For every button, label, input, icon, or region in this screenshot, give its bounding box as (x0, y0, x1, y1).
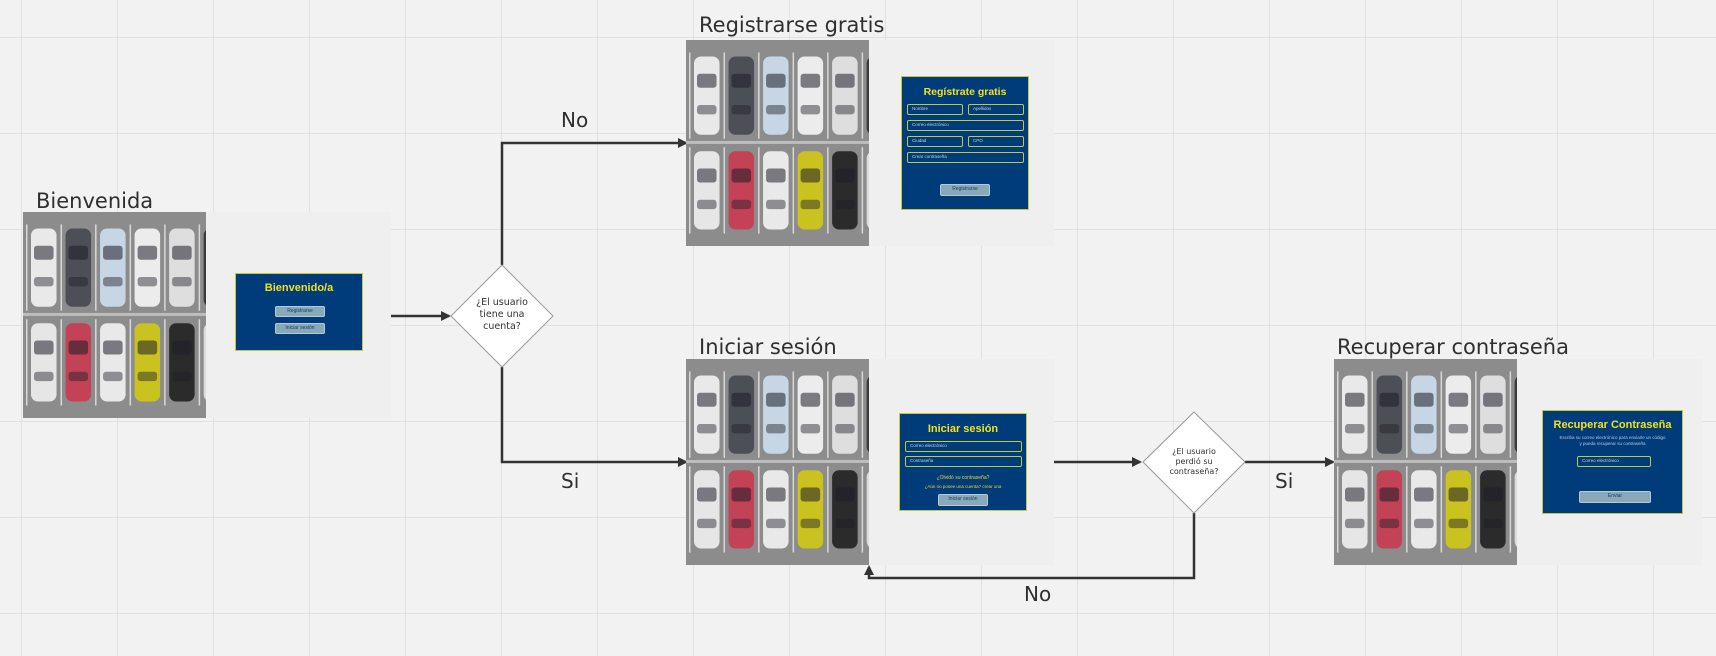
create-account-link[interactable]: ¿Aún no posee una cuenta? crear una (924, 484, 1002, 489)
parking-lot-image (1334, 359, 1517, 565)
parked-car (100, 228, 126, 307)
submit-register-button[interactable]: Registrarse (940, 184, 990, 196)
parked-car (1445, 470, 1472, 549)
parked-car (1480, 470, 1506, 549)
parked-car (832, 151, 858, 230)
panel-title: Regístrate gratis (923, 86, 1007, 98)
decision-diamond-password (1142, 411, 1246, 514)
parked-car (134, 323, 161, 402)
parked-car (797, 151, 824, 230)
password-field[interactable]: Contraseña (905, 456, 1022, 467)
register-button[interactable]: Registrarse (275, 306, 325, 317)
parked-car (728, 470, 755, 549)
frame-title-welcome: Bienvenida (36, 189, 154, 213)
parked-car (1480, 375, 1506, 454)
parked-car (1411, 470, 1437, 549)
parked-car (100, 323, 126, 402)
parked-car (65, 323, 92, 402)
surname-field[interactable]: Apellidos (968, 104, 1024, 115)
parked-car (866, 153, 869, 228)
parked-car (1342, 375, 1368, 454)
parked-car (1411, 375, 1437, 454)
parked-car (728, 375, 755, 454)
parked-car (1376, 375, 1403, 454)
parked-car (728, 151, 755, 230)
welcome-panel: Bienvenido/a Registrarse Iniciar sesión (235, 273, 363, 351)
submit-login-button[interactable]: Iniciar sesión (938, 494, 988, 506)
parked-car (134, 228, 161, 307)
parked-car (203, 325, 206, 400)
frame-title-login: Iniciar sesión (699, 335, 837, 359)
email-field[interactable]: Correo electrónico (905, 441, 1022, 452)
parked-car (866, 472, 869, 547)
parked-car (1445, 375, 1472, 454)
login-button[interactable]: Iniciar sesión (275, 323, 325, 334)
recover-description: Escriba su correo electrónico para envia… (1559, 435, 1666, 446)
parking-lot-image (23, 212, 206, 418)
login-panel: Iniciar sesión Correo electrónico Contra… (899, 413, 1027, 511)
parked-car (832, 375, 858, 454)
parked-car (832, 56, 858, 135)
edge-to-register (500, 138, 688, 265)
parked-car (169, 228, 195, 307)
parked-car (1342, 470, 1368, 549)
parked-car (832, 470, 858, 549)
name-field[interactable]: Nombre (907, 104, 963, 115)
parked-car (866, 377, 869, 452)
edge-label-no-register: No (561, 108, 589, 132)
parked-car (763, 56, 789, 135)
password-field[interactable]: Crear contraseña (907, 152, 1024, 163)
parked-car (169, 323, 195, 402)
parked-car (694, 151, 720, 230)
panel-title: Iniciar sesión (927, 423, 999, 435)
send-button[interactable]: Enviar (1579, 491, 1651, 503)
edge-back-to-login (864, 513, 1196, 580)
parking-photo (686, 40, 869, 246)
edge-to-login (500, 367, 688, 467)
email-field[interactable]: Correo electrónico (1577, 456, 1651, 467)
edge-label-no-back: No (1024, 582, 1052, 606)
panel-title: Recuperar Contraseña (1553, 419, 1672, 431)
parked-car (1514, 377, 1517, 452)
parking-lot-image (686, 359, 869, 565)
parked-car (1514, 472, 1517, 547)
recover-panel: Recuperar Contraseña Escriba su correo e… (1542, 410, 1683, 514)
parked-car (694, 375, 720, 454)
frame-title-register: Registrarse gratis (699, 13, 885, 37)
parking-lot-image (686, 40, 869, 246)
parked-car (763, 151, 789, 230)
decision-password-text: ¿El usuario perdió su contraseña? (1169, 447, 1219, 476)
parked-car (31, 323, 57, 402)
parking-photo (686, 359, 869, 565)
forgot-password-link[interactable]: ¿Olvidó su contraseña? (936, 475, 990, 481)
parked-car (763, 470, 789, 549)
parking-photo (23, 212, 206, 418)
postal-code-field[interactable]: CPO (968, 136, 1024, 147)
edge-label-si-login: Si (561, 469, 580, 493)
parked-car (797, 470, 824, 549)
parked-car (1376, 470, 1403, 549)
parked-car (797, 375, 824, 454)
parked-car (31, 228, 57, 307)
parked-car (728, 56, 755, 135)
parked-car (866, 58, 869, 133)
parked-car (65, 228, 92, 307)
panel-title: Bienvenido/a (264, 282, 334, 294)
edge-label-si-recover: Si (1275, 469, 1294, 493)
parking-photo (1334, 359, 1517, 565)
parked-car (763, 375, 789, 454)
parked-car (694, 56, 720, 135)
register-panel: Regístrate gratis Nombre Apellidos Corre… (901, 76, 1029, 210)
parked-car (203, 230, 206, 305)
decision-diamond-account (450, 264, 554, 368)
parked-car (694, 470, 720, 549)
parked-car (797, 56, 824, 135)
decision-account-text: ¿El usuario tiene una cuenta? (476, 297, 528, 332)
frame-title-recover: Recuperar contraseña (1337, 335, 1569, 359)
email-field[interactable]: Correo electrónico (907, 120, 1024, 131)
city-field[interactable]: Ciudad (907, 136, 963, 147)
